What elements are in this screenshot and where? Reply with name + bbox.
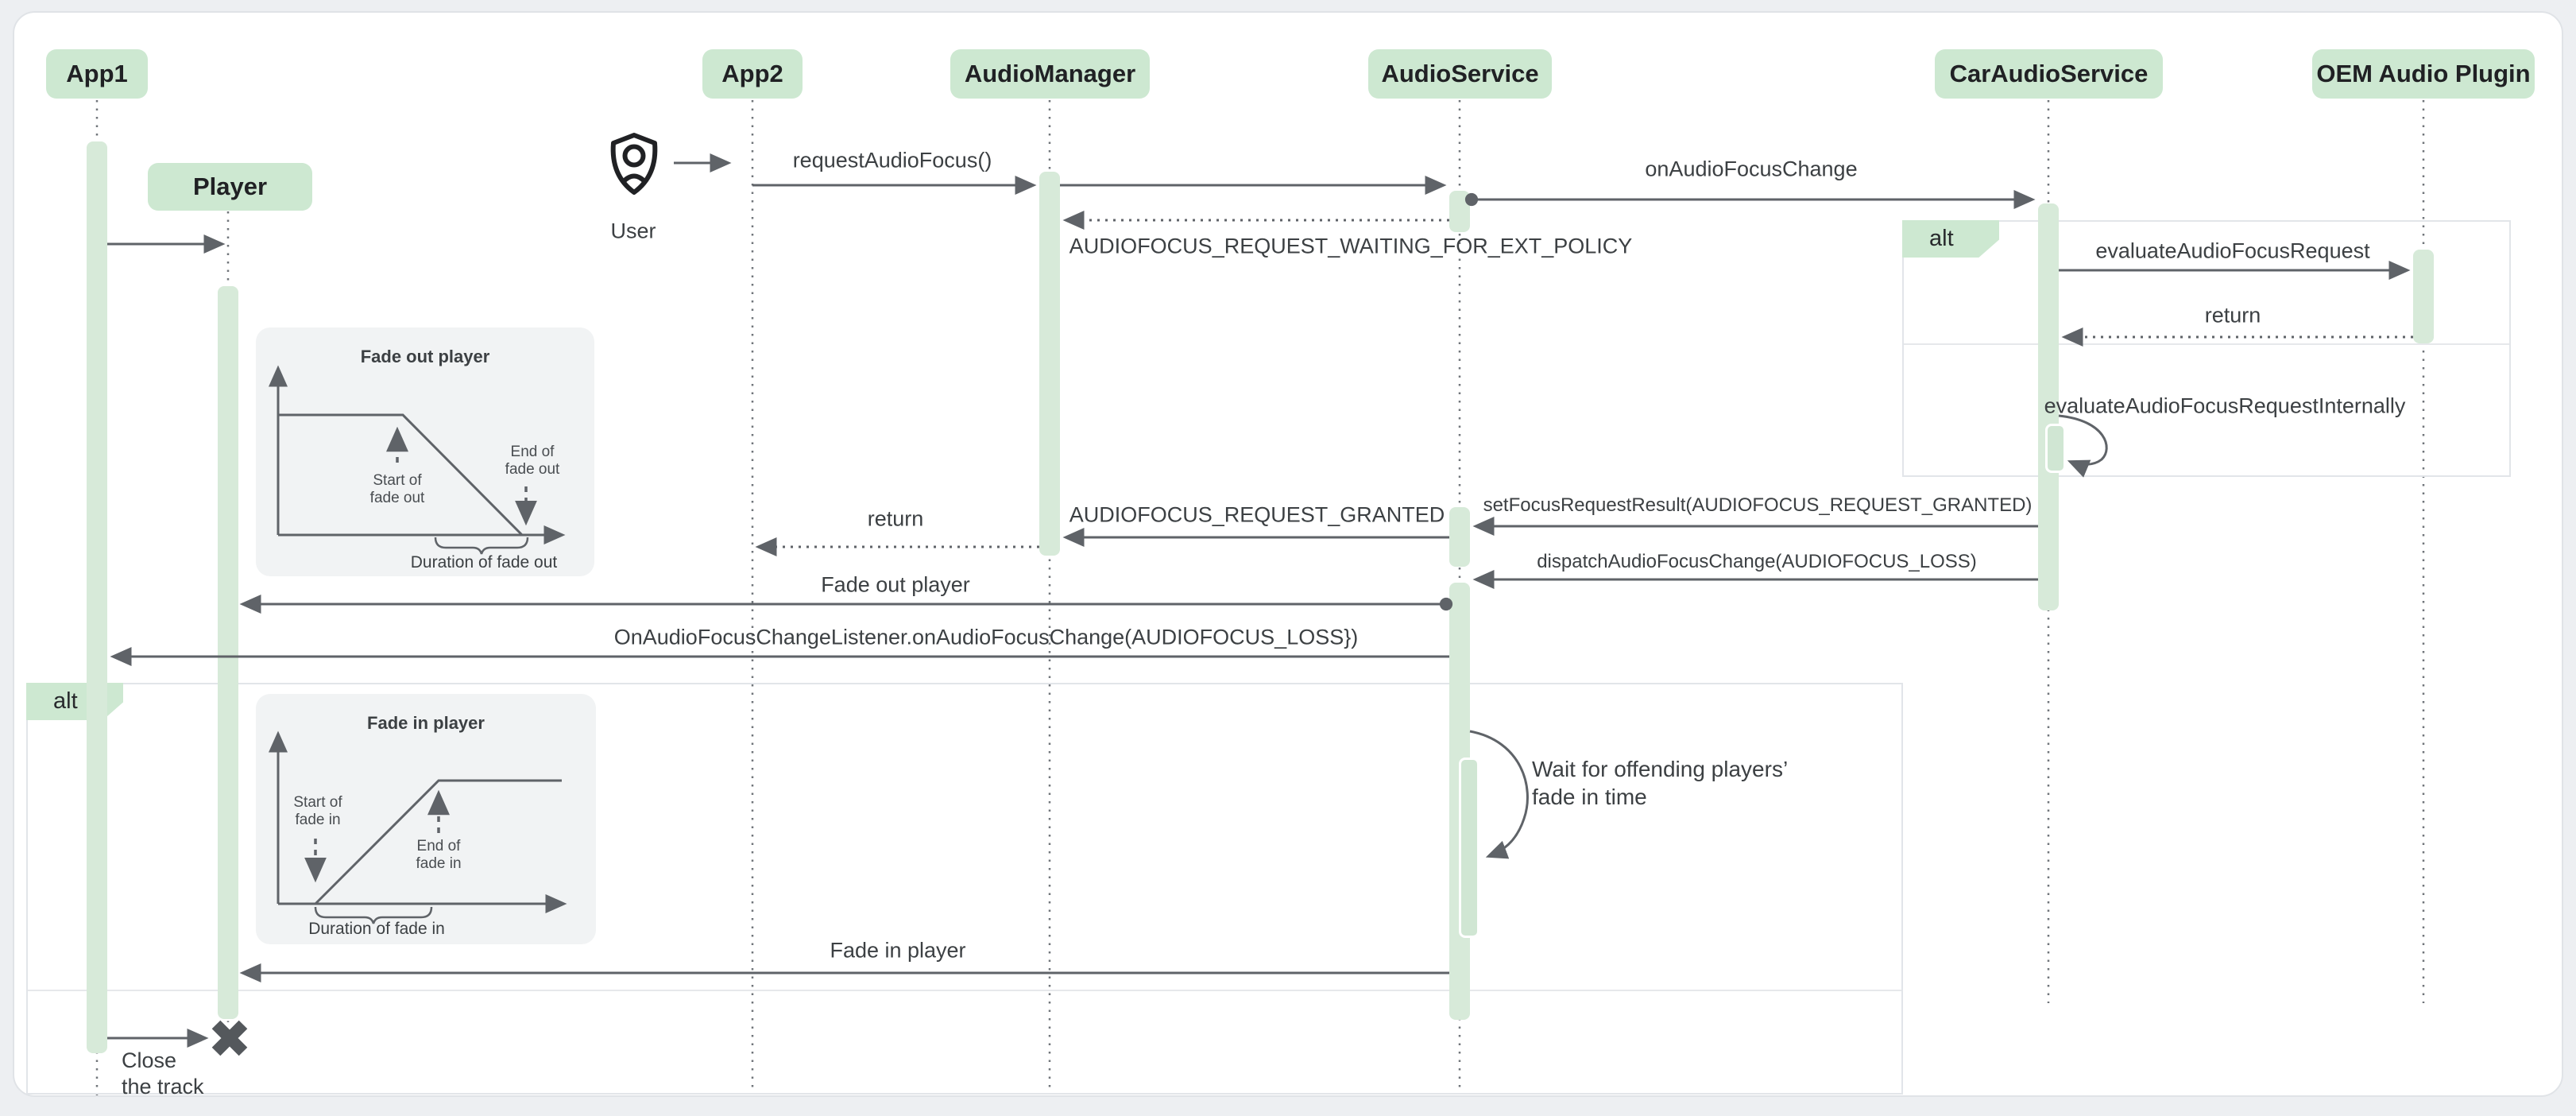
alt-frame-evaluate xyxy=(1902,220,2511,477)
participant-app1: App1 xyxy=(46,49,148,99)
message-dispatch-audio-focus-change: dispatchAudioFocusChange(AUDIOFOCUS_LOSS… xyxy=(1537,551,1977,572)
fade-out-inset-title: Fade out player xyxy=(360,347,490,366)
activation-audiomanager xyxy=(1039,172,1060,556)
message-evaluate-return: return xyxy=(2204,303,2261,327)
message-audiofocus-granted: AUDIOFOCUS_REQUEST_GRANTED xyxy=(1069,502,1445,527)
alt-frame-divider xyxy=(1904,343,2509,345)
alt-frame-fade-label: alt xyxy=(26,683,123,720)
alt-label: alt xyxy=(53,688,78,714)
message-evaluate-internally: evaluateAudioFocusRequestInternally xyxy=(2044,393,2406,418)
participant-audiomanager: AudioManager xyxy=(950,49,1150,99)
message-evaluate-audio-focus-request: evaluateAudioFocusRequest xyxy=(2095,238,2370,263)
close-track-note: Close the track xyxy=(122,1048,204,1099)
object-player: Player xyxy=(148,163,312,211)
message-on-audio-focus-change-listener: OnAudioFocusChangeListener.onAudioFocusC… xyxy=(613,625,1359,649)
activation-audioservice-2 xyxy=(1449,507,1470,567)
participant-audioservice: AudioService xyxy=(1368,49,1552,99)
wait-note: Wait for offending players’ fade in time xyxy=(1532,757,1789,809)
alt-label: alt xyxy=(1929,226,1954,251)
alt-frame-evaluate-label: alt xyxy=(1902,220,1999,258)
participant-caraudioservice: CarAudioService xyxy=(1935,49,2163,99)
alt-frame-fade xyxy=(26,683,1903,1095)
fade-in-duration-label: Duration of fade in xyxy=(308,920,445,938)
activation-player xyxy=(218,286,238,1019)
activation-app1 xyxy=(87,141,107,1053)
activation-audioservice-1 xyxy=(1449,191,1470,232)
fade-in-inset-title: Fade in player xyxy=(367,713,485,733)
message-set-focus-request-result: setFocusRequestResult(AUDIOFOCUS_REQUEST… xyxy=(1483,494,2033,516)
user-label: User xyxy=(610,219,656,243)
activation-caraudioservice-internal xyxy=(2045,424,2066,473)
message-request-audio-focus: requestAudioFocus() xyxy=(792,148,992,172)
message-audiofocus-waiting: AUDIOFOCUS_REQUEST_WAITING_FOR_EXT_POLIC… xyxy=(1069,234,1633,258)
message-fade-in-player: Fade in player xyxy=(830,938,966,963)
message-on-audio-focus-change: onAudioFocusChange xyxy=(1645,157,1858,181)
fade-in-chart xyxy=(269,730,567,924)
fade-out-duration-label: Duration of fade out xyxy=(410,553,558,572)
message-fade-out-player: Fade out player xyxy=(821,572,970,597)
activation-oem-plugin xyxy=(2413,250,2434,343)
participant-oem-audio-plugin: OEM Audio Plugin xyxy=(2312,49,2535,99)
message-granted-return: return xyxy=(867,506,924,531)
alt-frame-divider xyxy=(28,990,1901,991)
activation-audioservice-wait xyxy=(1459,758,1479,938)
participant-app2: App2 xyxy=(702,49,803,99)
fade-out-chart xyxy=(269,365,566,555)
